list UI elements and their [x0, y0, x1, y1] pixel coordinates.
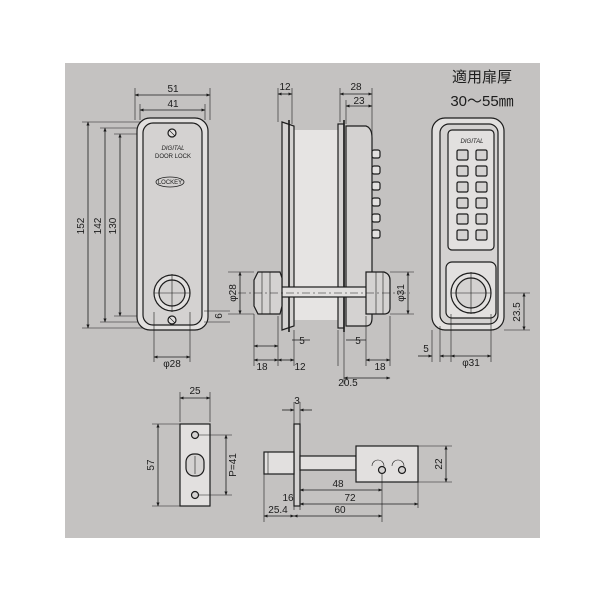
left-knob-side [253, 271, 283, 315]
dim-48: 48 [332, 479, 344, 490]
faceplate-top-screw [190, 430, 200, 440]
keypad-buttons-side [371, 149, 381, 239]
dim-16: 16 [282, 493, 294, 504]
brand-logo [155, 176, 185, 188]
dim-22: 22 [434, 458, 445, 470]
dim-28: 28 [350, 82, 362, 93]
dim-51: 51 [167, 84, 179, 95]
front-cover [142, 122, 203, 326]
note-line2: 30～55㎜ [450, 93, 513, 110]
faceplate-bottom-screw [190, 490, 200, 500]
dim-3: 3 [294, 396, 300, 407]
keypad-label: DIGITAL [461, 139, 484, 145]
latch-case [355, 445, 419, 483]
dim-130: 130 [108, 217, 119, 234]
faceplate-view: 25 57 P=41 [146, 386, 239, 507]
dim-12-bottom: 12 [294, 362, 306, 373]
front-plate-side [281, 121, 295, 331]
dim-41: 41 [167, 99, 179, 110]
dim-23-5: 23.5 [512, 302, 523, 322]
latch-pin [397, 465, 407, 475]
dim-72: 72 [344, 493, 356, 504]
dim-pitch: P=41 [228, 453, 239, 477]
dim-5-left: 5 [299, 336, 305, 347]
dim-5-rear: 5 [423, 344, 429, 355]
keypad-buttons [456, 149, 488, 241]
dim-18-right: 18 [374, 362, 386, 373]
dim-12-top: 12 [279, 82, 291, 93]
dim-6: 6 [214, 313, 225, 319]
note-line1: 適用扉厚 [452, 68, 512, 86]
front-view: 51 41 152 142 130 DIGITAL DOOR LOCK LOCK… [76, 84, 230, 370]
latch-hub [377, 465, 387, 475]
dim-5-right: 5 [355, 336, 361, 347]
dim-57: 57 [146, 459, 157, 471]
dim-phi31-rear: φ31 [462, 358, 480, 369]
latch-bolt [263, 451, 295, 475]
dim-25: 25 [189, 386, 201, 397]
dim-phi28-side: φ28 [228, 284, 239, 302]
dim-25-4: 25.4 [268, 505, 288, 516]
logo-text: LOCKEY [158, 180, 182, 186]
rear-view: DIGITAL 23.5 [418, 117, 530, 369]
dim-60: 60 [334, 505, 346, 516]
panel-label-doorlock: DOOR LOCK [155, 154, 191, 160]
latch-faceplate-edge [293, 423, 301, 507]
dim-23: 23 [353, 96, 365, 107]
dim-phi28-front: φ28 [163, 359, 181, 370]
latch-tube [299, 455, 357, 471]
latch-view: 3 22 48 72 16 25.4 [263, 396, 452, 522]
door-thickness-note: 適用扉厚 30～55㎜ [450, 68, 513, 110]
dim-18-left: 18 [256, 362, 268, 373]
dim-20-5: 20.5 [338, 378, 358, 389]
dim-142: 142 [93, 217, 104, 234]
side-view: 12 28 23 [228, 82, 414, 389]
panel-label-digital: DIGITAL [162, 146, 185, 152]
dim-152: 152 [76, 217, 87, 234]
dim-phi31-side: φ31 [396, 284, 407, 302]
